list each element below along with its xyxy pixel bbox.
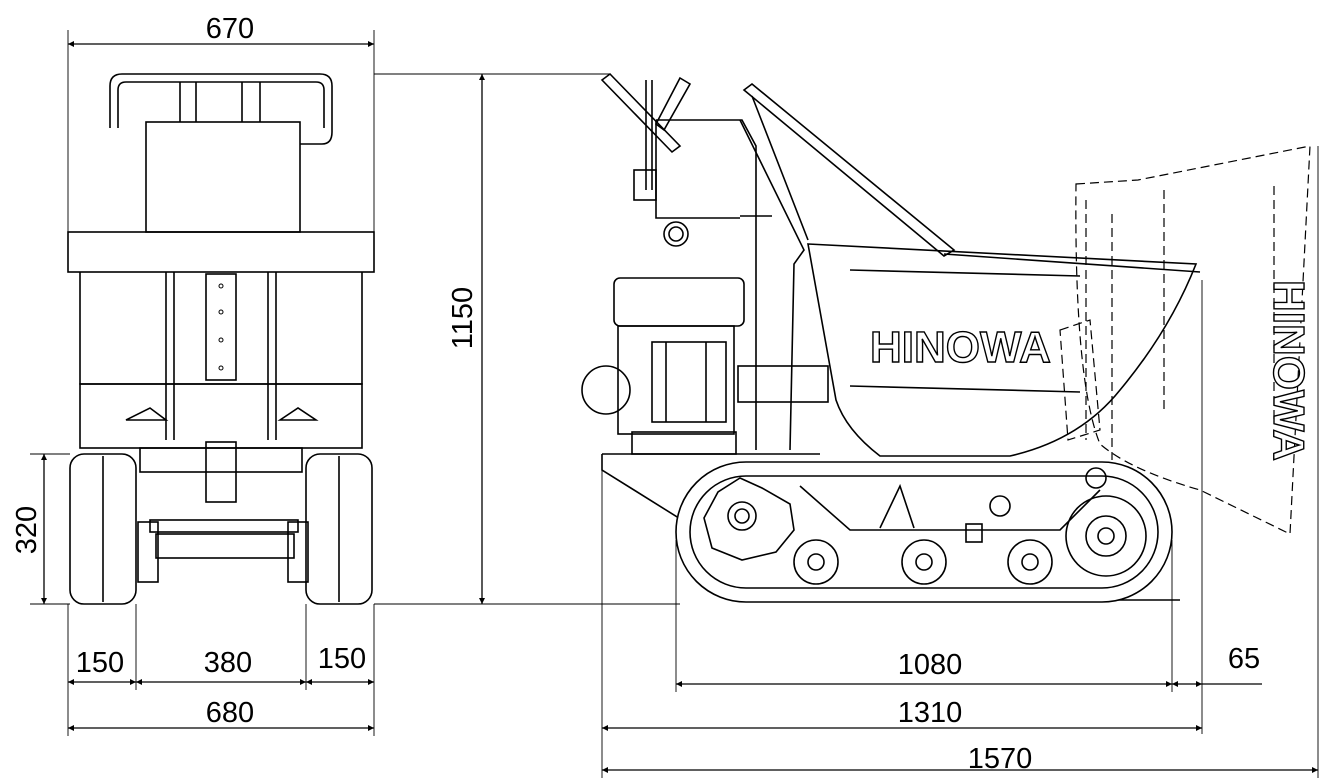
brand-logo-side: HINOWA [870, 323, 1051, 372]
front-view [67, 73, 375, 605]
brand-logo-tipped: HINOWA [1264, 280, 1313, 461]
height-dimension: 1150 [374, 73, 680, 605]
track-rollers [793, 539, 1053, 585]
dim-body-length: 1310 [898, 697, 963, 729]
dim-track-gap: 380 [204, 647, 252, 679]
side-view: HINOWA HINOWA [581, 72, 1314, 603]
dim-track-length: 1080 [898, 649, 963, 681]
bucket-tipped-outline: HINOWA [1059, 145, 1314, 535]
dim-front-top-width: 670 [206, 13, 254, 45]
dim-total-length: 1570 [968, 743, 1033, 775]
dim-rear-overhang: 65 [1228, 643, 1260, 675]
dim-track-height: 320 [11, 506, 43, 554]
dim-height: 1150 [447, 287, 479, 349]
front-dimensions: 670 320 150 380 150 680 [11, 13, 375, 736]
engine [581, 277, 745, 455]
dumper-bucket: HINOWA [807, 243, 1201, 457]
dim-track-left: 150 [76, 647, 124, 679]
dim-front-total-width: 680 [206, 697, 254, 729]
side-dimensions: 1080 65 1310 1570 [601, 146, 1319, 778]
drive-sprocket [703, 477, 795, 561]
dim-track-right: 150 [318, 643, 366, 675]
idler-wheel [1065, 495, 1147, 577]
